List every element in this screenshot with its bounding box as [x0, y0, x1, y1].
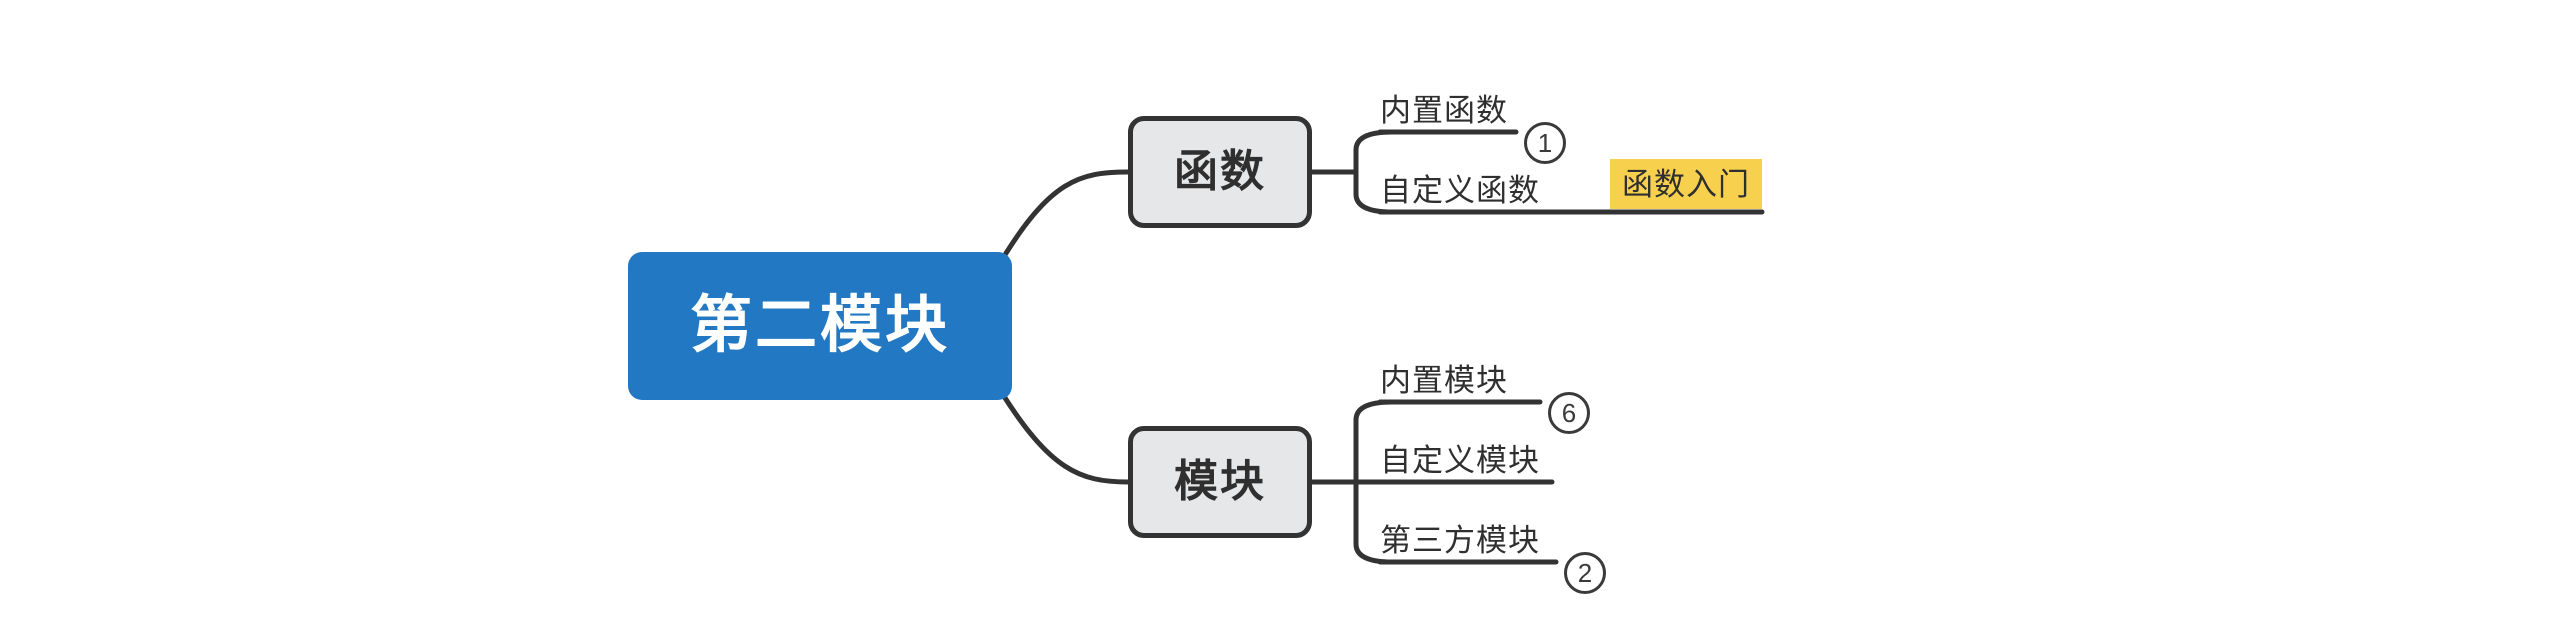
badge-builtin-functions-value: 1 — [1537, 128, 1553, 158]
badge-builtin-functions[interactable]: 1 — [1524, 122, 1566, 164]
branch-node-modules-label: 模块 — [1174, 457, 1266, 506]
branch-node-functions-label: 函数 — [1174, 147, 1266, 196]
badge-builtin-modules[interactable]: 6 — [1548, 392, 1590, 434]
highlight-tag-label: 函数入门 — [1622, 166, 1750, 202]
leaf-label-builtin-functions[interactable]: 内置函数 — [1380, 93, 1508, 128]
highlight-tag-function-intro[interactable]: 函数入门 — [1610, 159, 1762, 209]
branch-node-functions[interactable]: 函数 — [1128, 116, 1312, 228]
leaf-label-custom-modules[interactable]: 自定义模块 — [1380, 443, 1540, 478]
leaf-label-builtin-modules[interactable]: 内置模块 — [1380, 363, 1508, 398]
branch-node-modules[interactable]: 模块 — [1128, 426, 1312, 538]
leaf-label-third-party-modules[interactable]: 第三方模块 — [1380, 523, 1540, 558]
edge-root-to-modules — [997, 387, 1131, 485]
root-node-label: 第二模块 — [689, 291, 950, 360]
edge-root-to-functions — [997, 169, 1131, 266]
leaf-label-custom-functions[interactable]: 自定义函数 — [1380, 173, 1540, 208]
badge-third-party-modules[interactable]: 2 — [1564, 552, 1606, 594]
root-node[interactable]: 第二模块 — [628, 252, 1012, 400]
badge-third-party-modules-value: 2 — [1577, 558, 1593, 588]
badge-builtin-modules-value: 6 — [1561, 398, 1577, 428]
